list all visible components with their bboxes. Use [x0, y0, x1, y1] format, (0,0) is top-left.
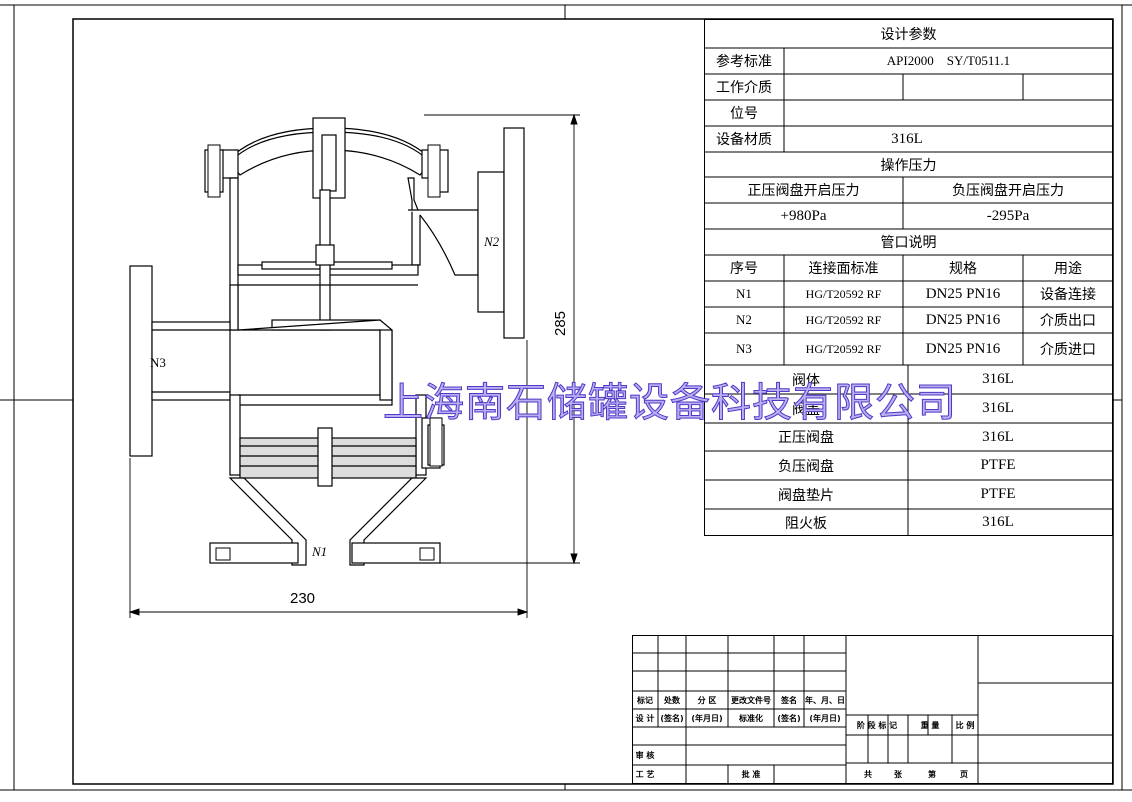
material-mat: PTFE: [980, 457, 1016, 473]
material-mat: PTFE: [980, 486, 1016, 502]
params-grid: [704, 19, 1113, 536]
nozzle-row-std: HG/T20592 RF: [805, 341, 882, 356]
company-watermark: 上海南石储罐设备科技有限公司: [383, 380, 957, 427]
nozzle-title: 管口说明: [880, 235, 937, 251]
material-part: 负压阀盘: [778, 458, 834, 475]
tb-std-date: (年月日): [809, 713, 841, 723]
material-mat: 316L: [982, 400, 1014, 416]
nozzle-row-use: 设备连接: [1040, 287, 1096, 303]
tb-count: 处数: [664, 695, 680, 705]
tb-no: 第: [928, 770, 936, 779]
nozzle-row-spec: DN25 PN16: [925, 311, 1001, 328]
nozzle-row-no: N2: [736, 312, 752, 327]
material-label: 设备材质: [716, 132, 772, 148]
nozzle-row-no: N3: [736, 341, 752, 356]
medium-label: 工作介质: [716, 80, 772, 96]
tb-design-sign: (签名): [660, 713, 684, 723]
valve-body: [129, 117, 525, 566]
bolts: [207, 144, 443, 561]
nozzle-row-no: N1: [736, 286, 752, 301]
tb-scale: 比 例: [955, 720, 975, 730]
tb-design: 设 计: [635, 713, 655, 723]
width-dimension: 230: [290, 590, 316, 607]
tb-weight: 重 量: [920, 720, 940, 730]
tb-approve: 批 准: [741, 770, 761, 779]
tb-page: 页: [960, 770, 968, 779]
material-mat: 316L: [982, 514, 1014, 530]
height-dimension: 285: [552, 310, 569, 336]
material-part: 正压阀盘: [778, 430, 834, 446]
nozzle-row-use: 介质进口: [1040, 342, 1096, 358]
nozzle-header-use: 用途: [1054, 261, 1082, 277]
params-title: 设计参数: [880, 26, 937, 43]
title-block: 标记 处数 分 区 更改文件号 签名 年、月、日 设 计 (签名) (年月日) …: [632, 635, 1113, 784]
tb-review: 审 核: [635, 750, 655, 760]
neg-pressure-label: 负压阀盘开启压力: [952, 183, 1064, 199]
material-mat: 316L: [982, 371, 1014, 387]
nozzle-header-std: 连接面标准: [808, 261, 879, 277]
nozzle-row-spec: DN25 PN16: [925, 340, 1001, 357]
nozzle-row-spec: DN25 PN16: [925, 285, 1001, 302]
nozzle-row-std: HG/T20592 RF: [805, 312, 882, 327]
material-value: 316L: [891, 130, 923, 147]
neg-pressure-value: -295Pa: [986, 207, 1030, 224]
material-mat: 316L: [982, 428, 1014, 445]
standard-label: 参考标准: [716, 54, 772, 70]
nozzle-n1-label: N1: [312, 544, 328, 559]
tag-label: 位号: [730, 106, 758, 122]
tb-sign: 签名: [781, 695, 797, 705]
title-block-grid: [632, 635, 1113, 784]
tb-sheets: 张: [894, 770, 902, 779]
standard-value: API2000 SY/T0511.1: [886, 53, 1011, 68]
dimension-lines: [128, 113, 580, 618]
material-part: 阀体: [792, 372, 820, 389]
nozzle-n2-label: N2: [484, 234, 500, 249]
tb-date: 年、月、日: [805, 695, 845, 705]
design-params-table: 设计参数 参考标准 API2000 SY/T0511.1 工作介质 位号 设备材…: [704, 19, 1113, 536]
material-part: 阀盘垫片: [778, 487, 834, 504]
pos-pressure-value: +980Pa: [780, 207, 827, 224]
nozzle-row-std: HG/T20592 RF: [805, 286, 882, 301]
nozzle-row-use: 介质出口: [1040, 313, 1096, 329]
nozzle-header-spec: 规格: [949, 261, 977, 277]
nozzle-n3-label: N3: [150, 355, 166, 370]
material-part: 阀盖: [792, 401, 820, 418]
pressure-title: 操作压力: [880, 157, 937, 174]
outer-frame: [0, 4, 1132, 791]
tb-process: 工 艺: [635, 770, 655, 779]
tb-std-sign: (签名): [777, 713, 801, 723]
tb-standardize: 标准化: [739, 713, 763, 723]
nozzle-header-no: 序号: [730, 261, 758, 277]
material-part: 阻火板: [785, 515, 827, 532]
tb-change-doc: 更改文件号: [731, 695, 771, 705]
tb-mark: 标记: [637, 695, 653, 705]
pos-pressure-label: 正压阀盘开启压力: [747, 183, 860, 199]
tb-zone: 分 区: [697, 695, 717, 705]
tb-design-date: (年月日): [691, 713, 723, 723]
inner-frame: [72, 18, 1114, 785]
tb-total: 共: [864, 770, 872, 779]
tb-stage: 阶 段 标 记: [856, 720, 898, 730]
